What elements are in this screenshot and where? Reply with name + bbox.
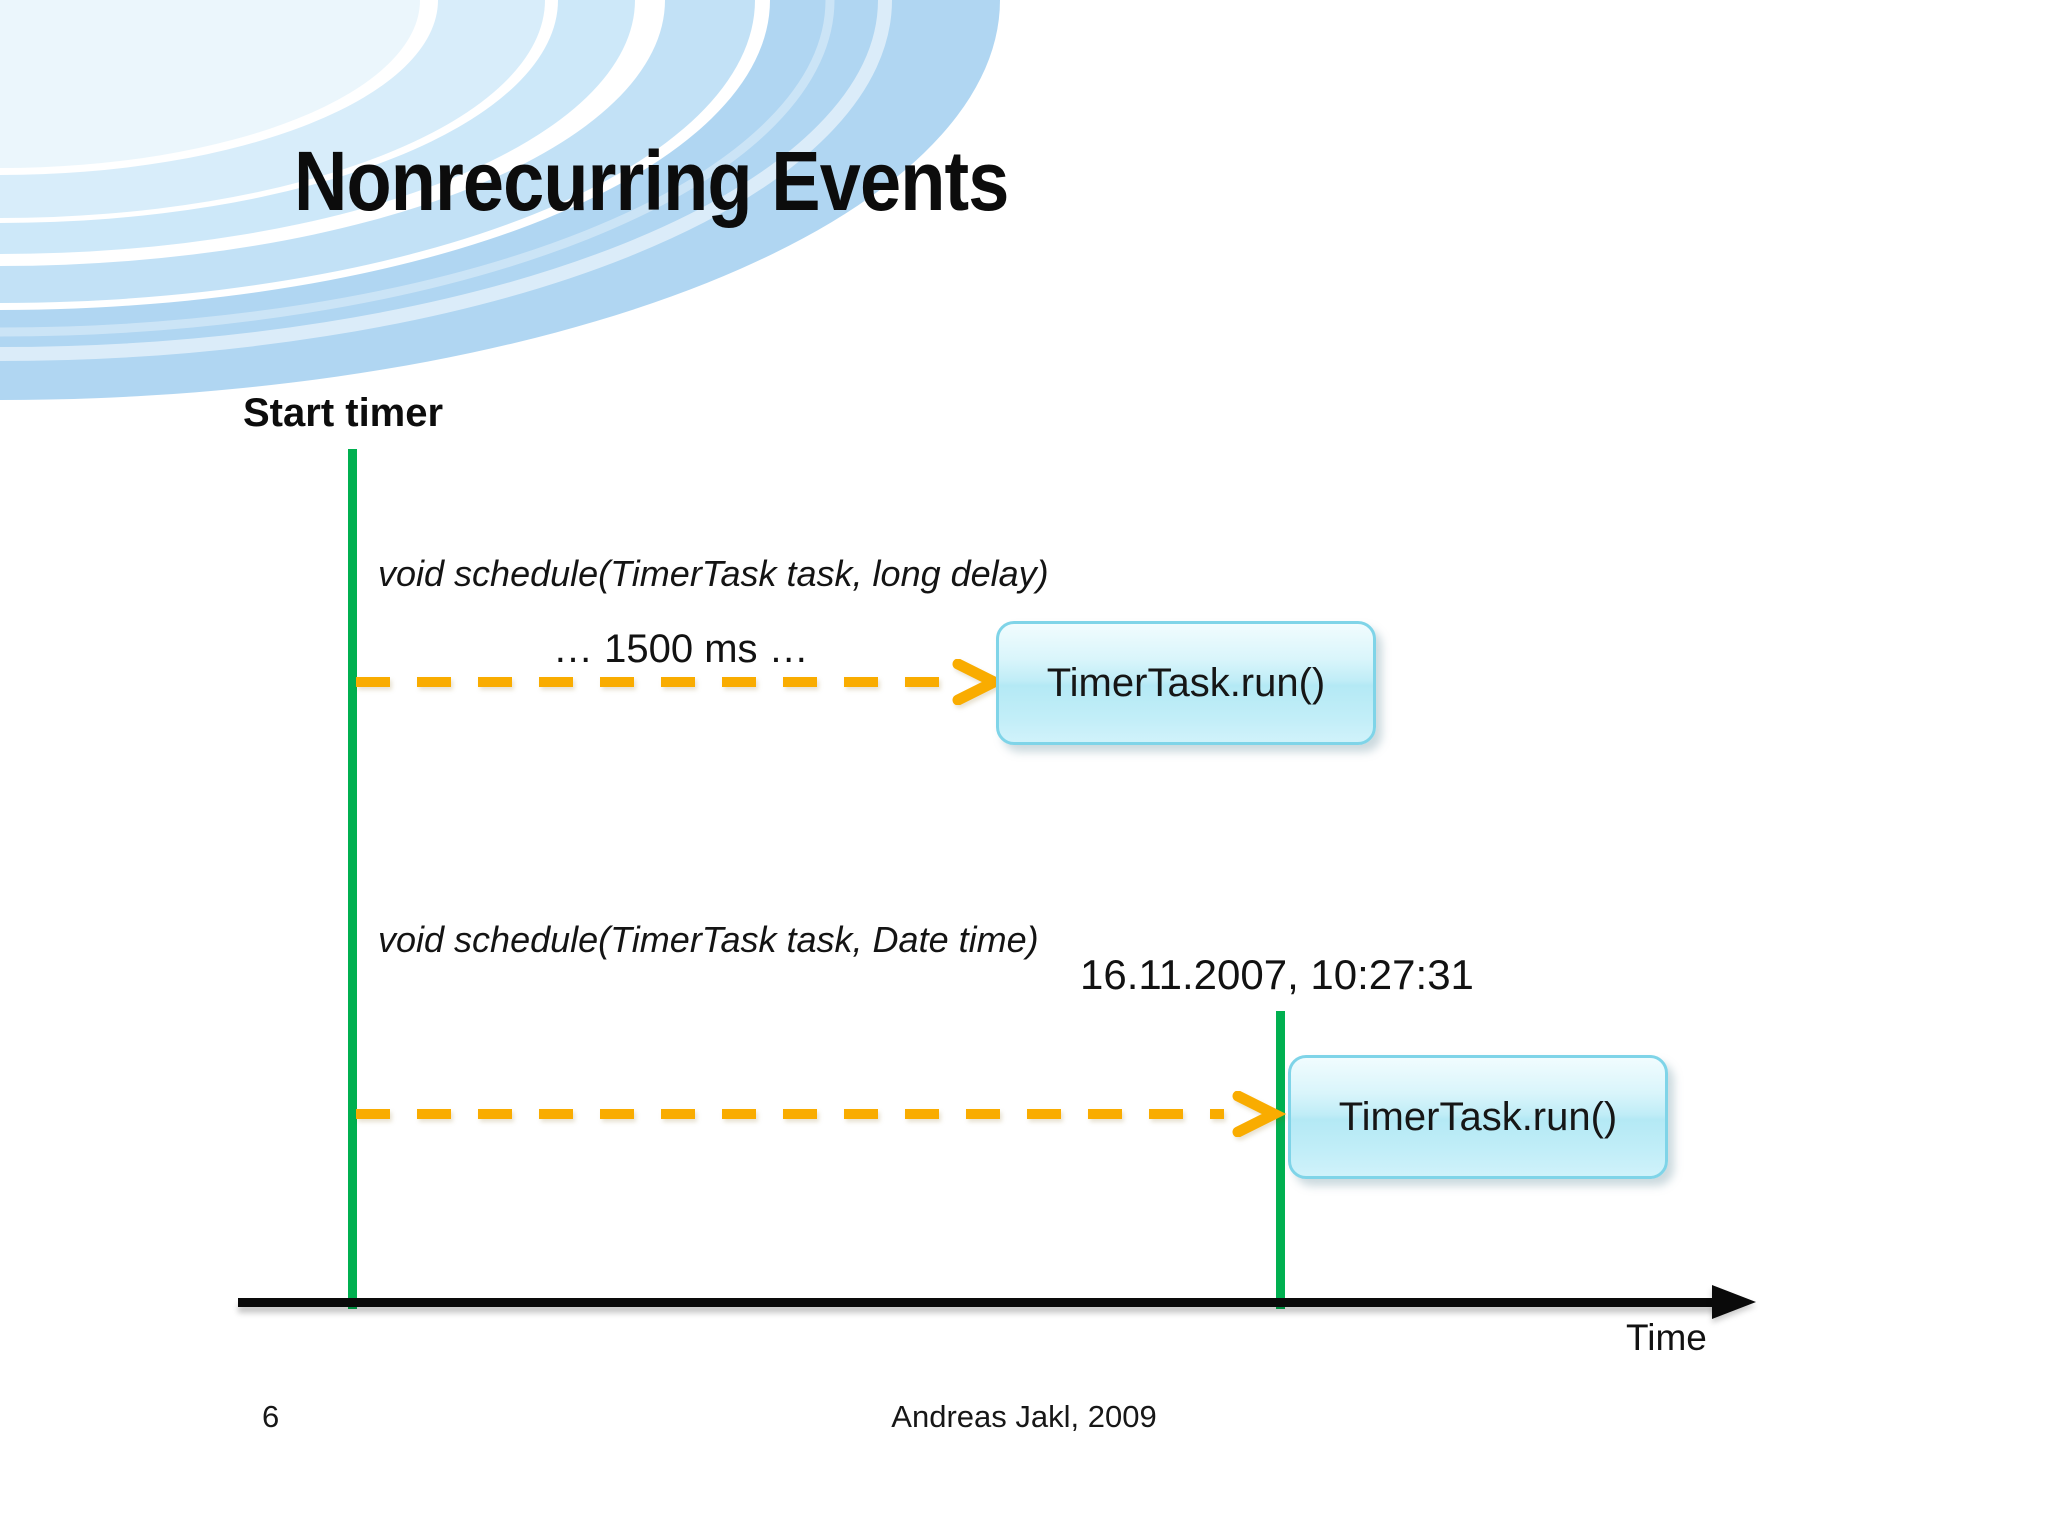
- swoosh-highlight-arc: [0, 0, 892, 361]
- slide-title: Nonrecurring Events: [294, 134, 1009, 228]
- schedule-delay-signature: void schedule(TimerTask task, long delay…: [378, 553, 1049, 594]
- date-message-arrow: [356, 1091, 1287, 1137]
- swoosh-band-4: [0, 0, 545, 218]
- swoosh-band-3: [0, 0, 635, 254]
- start-timer-lifeline: [348, 449, 357, 1309]
- footer-author: Andreas Jakl, 2009: [891, 1399, 1157, 1434]
- time-axis-line: [238, 1298, 1718, 1307]
- swoosh-highlight-arc-2: [0, 0, 835, 337]
- scheduled-time-lifeline: [1276, 1011, 1285, 1309]
- arrowhead-chevron-icon: [952, 659, 1007, 705]
- timertask-run-label-2: TimerTask.run(): [1338, 1094, 1618, 1139]
- delay-duration-annotation: … 1500 ms …: [553, 627, 809, 671]
- page-number: 6: [262, 1399, 280, 1434]
- time-axis-label: Time: [1626, 1317, 1707, 1358]
- swoosh-band-outer: [0, 0, 1000, 400]
- time-axis-arrowhead-icon: [1712, 1285, 1756, 1319]
- schedule-date-signature: void schedule(TimerTask task, Date time): [378, 919, 1039, 960]
- arrowhead-chevron-icon: [1232, 1091, 1287, 1137]
- swoosh-band-2: [0, 0, 755, 303]
- decorative-swoosh: [0, 0, 1000, 400]
- delay-message-arrow: [356, 659, 1007, 705]
- timertask-run-box-2: TimerTask.run(): [1288, 1055, 1668, 1179]
- swoosh-band-inner: [0, 0, 420, 168]
- timertask-run-label-1: TimerTask.run(): [1046, 660, 1326, 705]
- timertask-run-box-1: TimerTask.run(): [996, 621, 1376, 745]
- start-timer-label: Start timer: [243, 391, 444, 435]
- scheduled-datetime-annotation: 16.11.2007, 10:27:31: [1080, 951, 1474, 998]
